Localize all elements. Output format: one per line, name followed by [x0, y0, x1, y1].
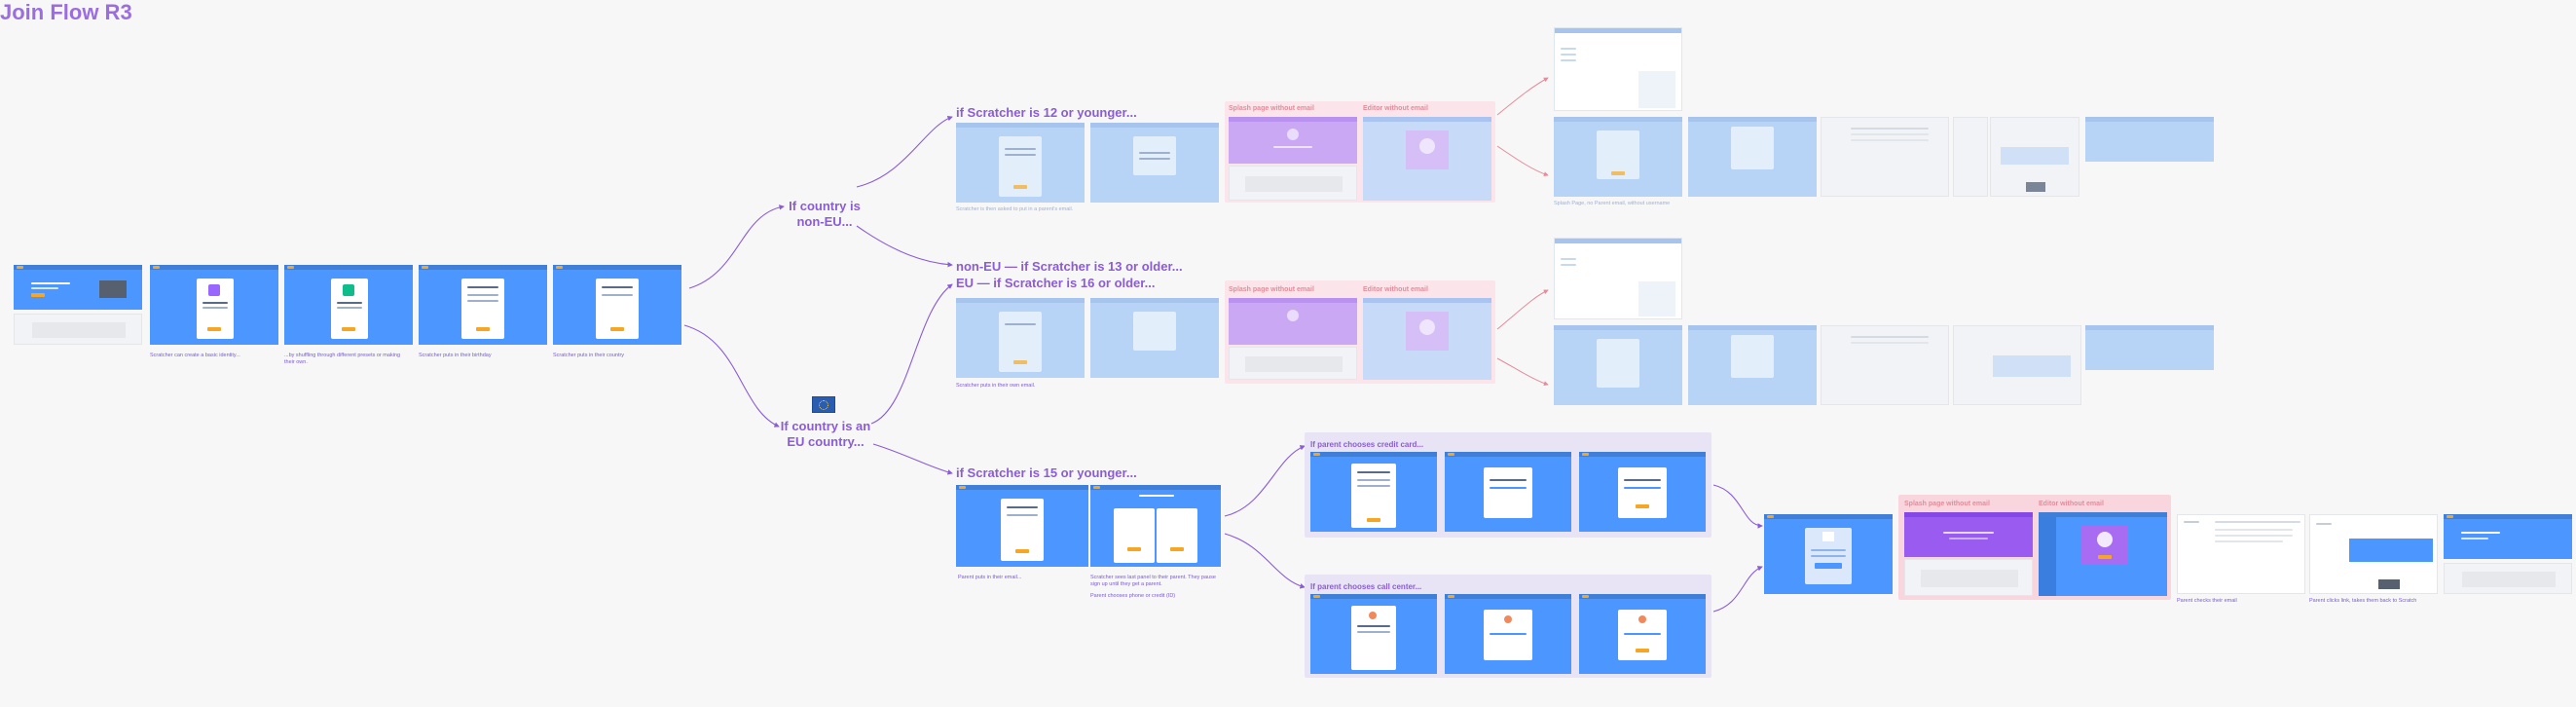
screen-editor-1 [1363, 117, 1491, 201]
screen-editor-projects-1 [1554, 27, 1682, 111]
screen-faded-1c [1821, 117, 1949, 197]
arrow-to-credit-card [1224, 445, 1306, 517]
screen-birthday [419, 265, 547, 345]
caption-parent-email: Parent puts in their email... [958, 575, 1022, 580]
screen-editor-2 [1363, 298, 1491, 380]
screen-faded-2d [1953, 325, 2081, 405]
screen-splash-3 [1904, 512, 2033, 557]
screen-faded-1e [1990, 117, 2079, 197]
branch-older-eu: EU — if Scratcher is 16 or older... [956, 276, 1156, 290]
screen-splash-faded-2 [1554, 325, 1682, 405]
screen-splash-1-below [1229, 166, 1357, 201]
label-splash-2: Splash page without email [1229, 286, 1314, 293]
screen-under12-confirm [1090, 123, 1219, 203]
screen-older-own-email [956, 298, 1085, 378]
eu-flag-icon [812, 396, 835, 413]
screen-splash-2-below [1229, 347, 1357, 380]
screen-credit-card-2 [1445, 452, 1571, 532]
arrow-to-eu [683, 324, 780, 428]
arrow-to-under-12 [856, 115, 953, 188]
arrow-credit-to-confirm [1712, 484, 1763, 529]
screen-landing [14, 265, 142, 310]
screen-parent-clicks [2309, 514, 2438, 594]
arrow-to-call-center [1224, 533, 1306, 589]
screen-parent-confirmed [1764, 514, 1893, 594]
label-editor-1: Editor without email [1363, 105, 1428, 112]
decision-eu: If country is an EU country... [780, 419, 871, 449]
screen-shuffling [284, 265, 413, 345]
screen-faded-2b [1688, 325, 1817, 405]
caption-parent-checks: Parent checks their email [2177, 598, 2237, 604]
screen-faded-2c [1821, 325, 1949, 405]
screen-call-center-2 [1445, 594, 1571, 674]
screen-editor-3 [2039, 512, 2167, 596]
caption-sees-parent: Scratcher sees last panel to their paren… [1090, 575, 1216, 587]
screen-parent-email-inbox [2177, 514, 2305, 594]
screen-under12-parent-email [956, 123, 1085, 203]
screen-faded-1d [1953, 117, 1988, 197]
caption-parent-email-note: Scratcher is then asked to put in a pare… [956, 206, 1074, 212]
label-splash-3: Splash page without email [1904, 501, 1990, 507]
screen-call-center-1 [1310, 594, 1437, 674]
caption-birthday: Scratcher puts in their birthday [419, 353, 492, 358]
caption-splash-note: Splash Page, no Parent email, without us… [1554, 201, 1671, 206]
screen-older-confirm [1090, 298, 1219, 378]
arrow-call-to-confirm [1712, 566, 1763, 613]
screen-call-center-3 [1579, 594, 1706, 674]
arrow-pink-mid-2 [1496, 357, 1549, 387]
label-splash-1: Splash page without email [1229, 105, 1314, 112]
screen-basic-identity [150, 265, 278, 345]
screen-splash-faded-1 [1554, 117, 1682, 197]
branch-under-12: if Scratcher is 12 or younger... [956, 105, 1137, 120]
caption-basic-identity: Scratcher can create a basic identity... [150, 353, 240, 358]
screen-credit-card-1 [1310, 452, 1437, 532]
caption-country: Scratcher puts in their country [553, 353, 625, 358]
screen-back-to-scratch [2444, 514, 2572, 559]
caption-parent-chooses: Parent chooses phone or credit (ID) [1090, 593, 1176, 599]
branch-call-center: If parent chooses call center... [1310, 582, 1422, 591]
screen-faded-2e [2085, 325, 2214, 370]
branch-older-noneu: non-EU — if Scratcher is 13 or older... [956, 259, 1183, 274]
caption-own-email: Scratcher puts in their own email. [956, 383, 1036, 389]
screen-splash-3-below [1904, 559, 2033, 596]
screen-credit-card-3 [1579, 452, 1706, 532]
arrow-pink-top [1496, 77, 1549, 116]
label-editor-3: Editor without email [2039, 501, 2104, 507]
screen-splash-1 [1229, 117, 1357, 164]
screen-faded-1b [1688, 117, 1817, 197]
arrow-to-under-15 [872, 443, 953, 475]
screen-landing-footer [14, 314, 142, 345]
screen-editor-projects-2 [1554, 238, 1682, 319]
screen-back-to-scratch-below [2444, 563, 2572, 594]
decision-non-eu: If country is non-EU... [789, 199, 861, 229]
screen-scratcher-sees [1090, 485, 1221, 567]
caption-shuffling: ...by shuffling through different preset… [284, 353, 401, 365]
arrow-pink-mid [1496, 289, 1549, 330]
arrow-to-non-eu [688, 205, 785, 289]
screen-parent-email [956, 485, 1088, 567]
arrow-to-older-eu [870, 283, 953, 425]
screen-splash-2 [1229, 298, 1357, 345]
arrow-pink-top-2 [1496, 145, 1549, 177]
branch-under-15: if Scratcher is 15 or younger... [956, 465, 1137, 480]
branch-credit-card: If parent chooses credit card... [1310, 440, 1424, 449]
arrow-to-older-noneu [856, 225, 953, 268]
screen-country [553, 265, 681, 345]
label-editor-2: Editor without email [1363, 286, 1428, 293]
page-title: Join Flow R3 [0, 0, 132, 24]
caption-parent-clicks: Parent clicks link, takes them back to S… [2309, 598, 2417, 604]
screen-faded-1f [2085, 117, 2214, 162]
